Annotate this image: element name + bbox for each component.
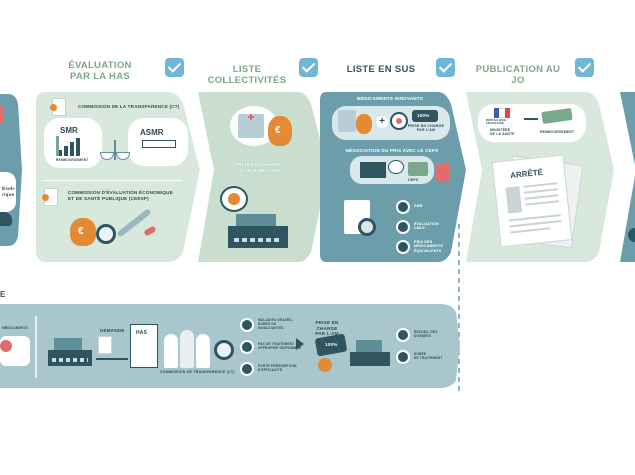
remboursement-label: REMBOURSEMENT: [540, 130, 575, 134]
book-icon: [436, 164, 450, 182]
ministere-label: MINISTÈRE DE LA SANTÉ: [490, 128, 515, 137]
demande-label: DEMANDE: [100, 328, 125, 333]
prix-criteria-icon: [396, 240, 410, 254]
bottom-document-icon: [98, 336, 112, 354]
coin-bag-icon: [220, 186, 248, 212]
out-recueil-icon: [396, 328, 410, 342]
handshake-icon: [388, 160, 404, 174]
commission-label: COMMISSION DE TRANSPARENCE (CT): [160, 370, 235, 374]
french-flag-icon: [494, 108, 510, 118]
ceps-label: CEPS: [408, 178, 419, 182]
stage-collectivites-title: LISTE COLLECTIVITÉS: [207, 64, 287, 86]
left-edge-label: Ésoh- rique: [2, 186, 16, 197]
demande-arrow-icon: [96, 358, 128, 360]
stage-sus-title: LISTE EN SUS: [346, 64, 416, 75]
smr-label: SMR: [60, 126, 78, 135]
cmle-criteria-icon: [396, 220, 410, 234]
bottom-badge-label: 100%: [325, 342, 338, 347]
left-edge-panel: Ésoh- rique: [0, 94, 24, 246]
collectivites-caption: PRISE EN CHARGE AU SEIN DES GHS: [235, 162, 281, 173]
doctor-2-icon: [180, 330, 194, 368]
bottom-euro-icon: [318, 358, 332, 372]
plus-icon: +: [376, 116, 388, 128]
bottom-hospital-2-icon: [350, 340, 390, 366]
crit-traitement-icon: [240, 340, 254, 354]
hospital-small-icon: [338, 110, 356, 132]
ct-document-seal: [50, 104, 57, 111]
crit-efficacite-icon: [240, 362, 254, 376]
crit-traitement-label: PAS DE TRAITEMENT APPROPRIÉ DISPONIBLE: [258, 342, 302, 350]
bottom-arrow-icon: [296, 338, 304, 350]
pill-icon: [143, 225, 157, 237]
asmr-label: ASMR: [140, 128, 164, 137]
stage-evaluation-title: ÉVALUATION PAR LA HAS: [68, 60, 132, 82]
hospital-icon: [238, 114, 264, 138]
left-edge-person: [0, 212, 12, 226]
money-bag-small-icon: [356, 114, 372, 134]
ceps-building-icon: [360, 162, 386, 178]
doctor-1-icon: [164, 334, 178, 368]
prise-en-charge-label: PRISE EN CHARGE PAR L'AM: [407, 124, 445, 133]
bottom-panel: MÉDICAMENTS DEMANDE HAS COMMISSION DE TR…: [0, 304, 460, 388]
innovants-label: MÉDICAMENTS INNOVANTS: [356, 96, 424, 101]
jo-panel: RÉPUBLIQUE FRANÇAISE MINISTÈRE DE LA SAN…: [466, 92, 616, 262]
arrow-right-icon: [524, 118, 538, 120]
bottom-magnifier-icon: [214, 340, 234, 360]
has-label: HAS: [136, 330, 148, 336]
money-bag-icon: €: [70, 218, 96, 246]
left-edge-accent: [0, 106, 4, 124]
smr-chart-icon: [56, 136, 88, 156]
out-duree-label: DURÉE DE TRAITEMENT: [414, 352, 443, 360]
out-duree-icon: [396, 350, 410, 364]
bottom-left-label: MÉDICAMENTS: [2, 326, 28, 330]
has-divider: [44, 180, 182, 181]
check-icon: [436, 58, 455, 77]
has-panel: COMMISSION DE LA TRANSPARENCE (CT) SMR R…: [36, 92, 196, 262]
badge-100-icon: [412, 110, 438, 122]
euro-stack-icon: [408, 162, 428, 176]
right-edge-arrow: [620, 92, 635, 262]
criteria-magnifier-icon: [358, 218, 376, 236]
right-edge-icon: [628, 228, 635, 242]
bottom-hospital-icon: [48, 338, 92, 366]
criteria-prix-label: PRIX DES MÉDICAMENTS ÉQUIVALENTS: [414, 240, 443, 253]
crit-efficacite-label: FORTE PRÉSOMPTION D'EFFICACITÉ: [258, 364, 297, 372]
stage-jo-title: PUBLICATION AU JO: [475, 64, 561, 86]
sus-panel: MÉDICAMENTS INNOVANTS + 100% PRISE EN CH…: [320, 92, 464, 262]
bottom-left-person-icon: [0, 340, 12, 352]
bottom-side-letter: E: [0, 290, 6, 299]
hospital-building-icon: [228, 214, 288, 248]
check-icon: [165, 58, 184, 77]
ct-label: COMMISSION DE LA TRANSPARENCE (CT): [78, 104, 180, 109]
criteria-cmle-label: ÉVALUATION CMLE: [414, 222, 439, 231]
left-edge-bubble: [0, 172, 16, 212]
stage-collectivites-arrow: [198, 92, 328, 262]
criteria-smr-label: SMR: [414, 204, 423, 208]
magnifier-icon: [96, 224, 116, 244]
asmr-bubble: [128, 118, 188, 166]
ceesp-document-seal: [42, 194, 49, 201]
arrete-document: ARRÊTÉ: [491, 154, 573, 248]
smr-criteria-icon: [396, 200, 410, 214]
balance-icon: [100, 140, 130, 162]
asmr-scale-icon: [142, 140, 176, 148]
check-icon: [299, 58, 318, 77]
has-building-icon: HAS: [130, 324, 158, 368]
out-recueil-label: RECUEIL DES DONNÉES: [414, 330, 438, 338]
bottom-prise-label: PRISE EN CHARGE PAR L'AM: [315, 320, 339, 337]
republique-label: RÉPUBLIQUE FRANÇAISE: [486, 118, 507, 126]
euro-bag-icon: €: [268, 116, 292, 146]
crit-maladies-label: MALADIES GRAVES, RARES OU INVALIDANTES: [258, 318, 293, 330]
ceesp-label: COMMISSION D'ÉVALUATION ÉCONOMIQUE ET DE…: [68, 190, 173, 201]
target-icon: [390, 112, 408, 130]
badge-100-label: 100%: [417, 113, 430, 118]
check-icon: [575, 58, 594, 77]
negociation-label: NÉGOCIATION DU PRIX AVEC LE CEPS: [345, 148, 439, 153]
crit-maladies-icon: [240, 318, 254, 332]
arrete-title: ARRÊTÉ: [509, 167, 544, 181]
doctor-3-icon: [196, 334, 210, 368]
collectivites-panel: € PRISE EN CHARGE AU SEIN DES GHS: [198, 92, 318, 262]
smr-sub-label: REMBOURSEMENT: [56, 158, 89, 162]
